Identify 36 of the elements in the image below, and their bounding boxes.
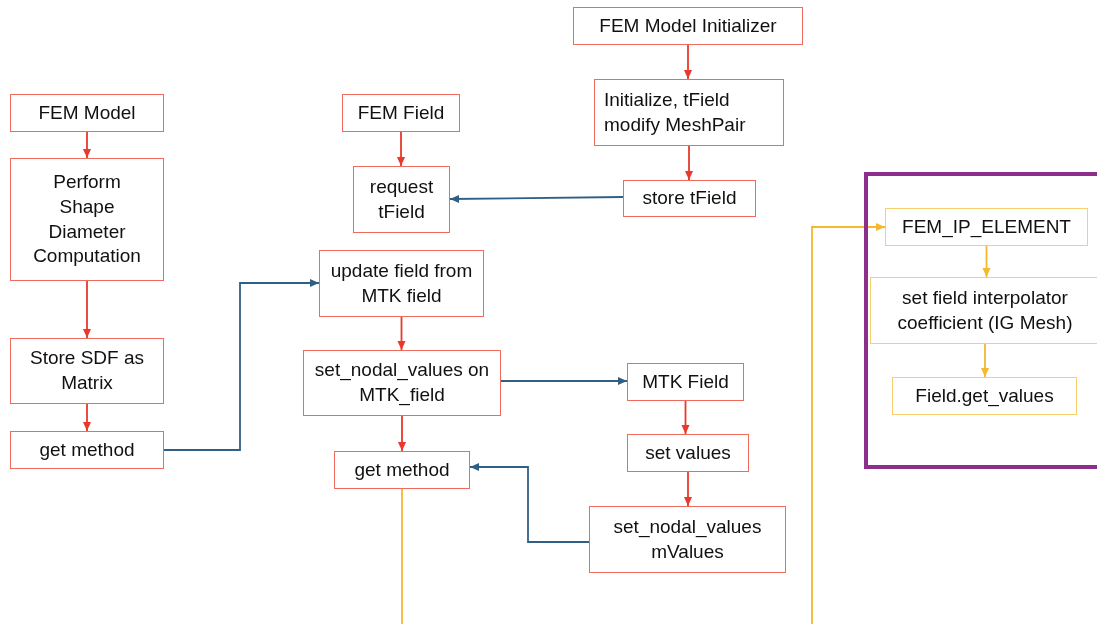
process-box: set values xyxy=(627,434,749,472)
process-box: Field.get_values xyxy=(892,377,1077,415)
arrow xyxy=(83,280,91,339)
process-box: set field interpolator coefficient (IG Mesh) xyxy=(870,277,1097,344)
arrow xyxy=(684,471,692,507)
arrow xyxy=(398,415,406,452)
process-box: get method xyxy=(334,451,470,489)
arrow xyxy=(982,245,991,278)
process-box: Perform Shape Diameter Computation xyxy=(10,158,164,281)
arrow xyxy=(681,400,690,435)
process-box: store tField xyxy=(623,180,756,217)
group-frame xyxy=(864,172,1097,469)
arrow xyxy=(83,131,91,159)
arrow xyxy=(397,316,406,351)
process-box: Initialize, tField modify MeshPair xyxy=(594,79,784,146)
process-box: Store SDF as Matrix xyxy=(10,338,164,404)
process-box: FEM_IP_ELEMENT xyxy=(885,208,1088,246)
arrow xyxy=(163,279,320,451)
arrow xyxy=(685,145,693,181)
process-box: set_nodal_values mValues xyxy=(589,506,786,573)
process-box: MTK Field xyxy=(627,363,744,401)
process-box: update field from MTK field xyxy=(319,250,484,317)
process-box: FEM Model Initializer xyxy=(573,7,803,45)
process-box: FEM Field xyxy=(342,94,460,132)
arrow xyxy=(811,223,886,624)
arrow xyxy=(449,194,624,203)
arrow xyxy=(469,463,590,543)
process-box: get method xyxy=(10,431,164,469)
arrow xyxy=(83,403,91,432)
arrow xyxy=(500,377,628,385)
arrow xyxy=(981,343,989,378)
process-box: FEM Model xyxy=(10,94,164,132)
arrow xyxy=(684,44,692,80)
arrow xyxy=(397,131,405,167)
process-box: set_nodal_values on MTK_field xyxy=(303,350,501,416)
process-box: request tField xyxy=(353,166,450,233)
